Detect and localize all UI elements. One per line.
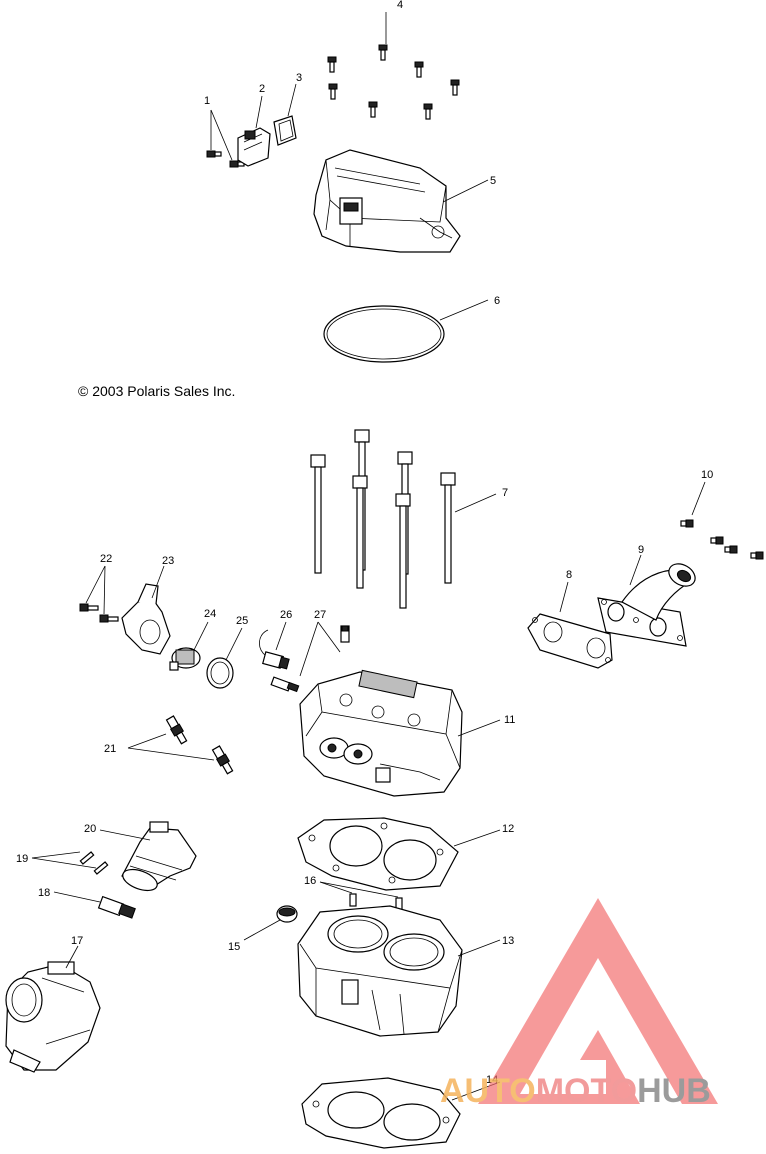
callout-labels: 1 2 3 4 5 6 7 8 9 10 11 12 13 14 15 16 1…: [16, 0, 713, 1086]
callout-7: 7: [502, 487, 508, 499]
watermark-hub: HUB: [637, 1072, 711, 1110]
valve-cover-bolts: [327, 44, 460, 120]
watermark-triangle-logo: [478, 898, 718, 1104]
callout-6: 6: [494, 295, 500, 307]
callout-15: 15: [228, 941, 240, 953]
part-14-base-gasket: [301, 1077, 461, 1149]
callout-5: 5: [490, 175, 496, 187]
callout-27: 27: [314, 609, 326, 621]
part-9-exhaust-manifold: [597, 563, 696, 647]
part-1-screws: [206, 150, 245, 168]
callout-12: 12: [502, 823, 514, 835]
part-6-o-ring: [323, 305, 445, 363]
part-17-throttle-body: [5, 961, 101, 1073]
callout-3: 3: [296, 72, 302, 84]
part-8-exhaust-gasket: [527, 613, 613, 669]
watermark-moto: MOTO: [536, 1072, 637, 1110]
callout-10: 10: [701, 469, 713, 481]
callout-20: 20: [84, 823, 96, 835]
part-26-temp-sensor: [259, 629, 290, 670]
part-19-screws: [79, 851, 109, 875]
automotohub-watermark: AUTOMOTOHUB: [440, 898, 718, 1110]
part-21-spark-plugs: [165, 715, 234, 775]
part-27-sensors: [270, 625, 350, 693]
callout-13: 13: [502, 935, 514, 947]
part-20-intake-boot: [121, 821, 197, 892]
part-13-cylinder: [297, 905, 463, 1037]
part-24-thermostat: [169, 647, 201, 671]
callout-8: 8: [566, 569, 572, 581]
copyright-text: © 2003 Polaris Sales Inc.: [78, 383, 235, 399]
part-15-plug: [276, 905, 298, 923]
part-25-thermostat-seal: [206, 657, 234, 689]
callout-21: 21: [104, 743, 116, 755]
part-11-cylinder-head: [299, 669, 463, 797]
callout-19: 19: [16, 853, 28, 865]
part-23-thermostat-housing: [121, 583, 171, 655]
part-22-bolts: [79, 603, 119, 623]
callout-25: 25: [236, 615, 248, 627]
part-3-gasket: [273, 115, 297, 146]
part-10-exhaust-nuts: [680, 519, 764, 560]
callout-26: 26: [280, 609, 292, 621]
part-18-sensor: [97, 895, 136, 919]
callout-11: 11: [504, 714, 515, 726]
callout-2: 2: [259, 83, 265, 95]
callout-18: 18: [38, 887, 50, 899]
part-7-head-bolts: [310, 429, 456, 609]
part-5-valve-cover: [313, 149, 461, 253]
callout-9: 9: [638, 544, 644, 556]
callout-17: 17: [71, 935, 83, 947]
part-2-breather-housing: [237, 127, 271, 167]
callout-24: 24: [204, 608, 216, 620]
callout-22: 22: [100, 553, 112, 565]
callout-16: 16: [304, 875, 316, 887]
callout-1: 1: [204, 95, 210, 107]
callout-23: 23: [162, 555, 174, 567]
svg-text:AUTOMOTOHUB: AUTOMOTOHUB: [440, 1072, 711, 1110]
callout-4: 4: [397, 0, 403, 11]
part-12-head-gasket: [297, 817, 459, 891]
watermark-auto: AUTO: [440, 1072, 536, 1110]
